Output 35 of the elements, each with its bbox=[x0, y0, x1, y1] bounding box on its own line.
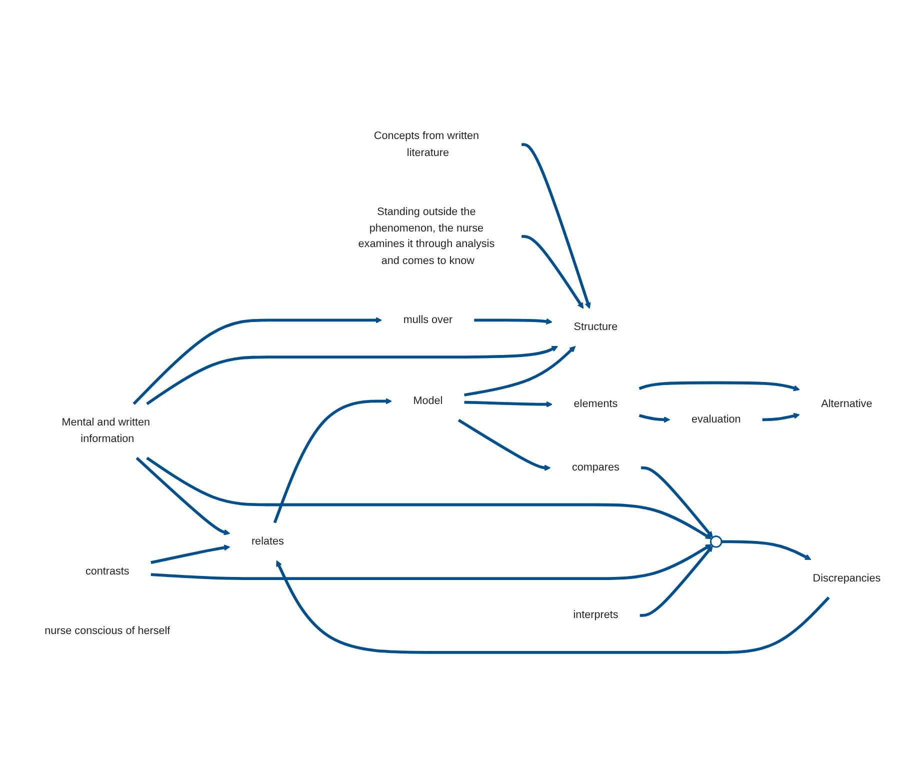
concept-label: elements bbox=[574, 396, 618, 412]
arrow bbox=[474, 318, 552, 324]
arrow bbox=[464, 346, 576, 396]
concept-label: Structure bbox=[574, 319, 618, 334]
arrow bbox=[132, 316, 382, 404]
arrow bbox=[276, 560, 830, 654]
concept-label: Concepts from written literature bbox=[372, 128, 480, 160]
arrow bbox=[458, 418, 551, 470]
arrow bbox=[638, 414, 670, 422]
concept-label: nurse conscious of herself bbox=[44, 623, 170, 638]
concept-label: Model bbox=[413, 393, 443, 408]
concept-label: interprets bbox=[573, 607, 618, 623]
arrow bbox=[464, 400, 552, 408]
arrow bbox=[136, 456, 230, 535]
arrow bbox=[762, 412, 800, 421]
concept-label: mulls over bbox=[403, 312, 453, 328]
arrow bbox=[638, 380, 800, 391]
concept-label: contrasts bbox=[85, 564, 130, 579]
concept-label: compares bbox=[572, 460, 620, 475]
concept-label: Standing outside the phenomenon, the nurse examines it through analysis and comes to know bbox=[357, 204, 496, 268]
concept-label: Mental and written information bbox=[60, 414, 152, 446]
arrow bbox=[640, 545, 713, 616]
arrow bbox=[146, 456, 712, 539]
concept-label: Alternative bbox=[821, 396, 872, 412]
arrow bbox=[150, 544, 712, 580]
arrow bbox=[146, 345, 558, 405]
arrow bbox=[641, 466, 713, 538]
concept-label: Discrepancies bbox=[812, 570, 881, 586]
arrow bbox=[722, 540, 812, 560]
arrow bbox=[150, 544, 230, 564]
arrow bbox=[522, 234, 584, 308]
concept-label: relates bbox=[251, 534, 284, 549]
arrow bbox=[273, 398, 392, 523]
arrow bbox=[522, 142, 591, 308]
concept-label: evaluation bbox=[691, 412, 741, 427]
